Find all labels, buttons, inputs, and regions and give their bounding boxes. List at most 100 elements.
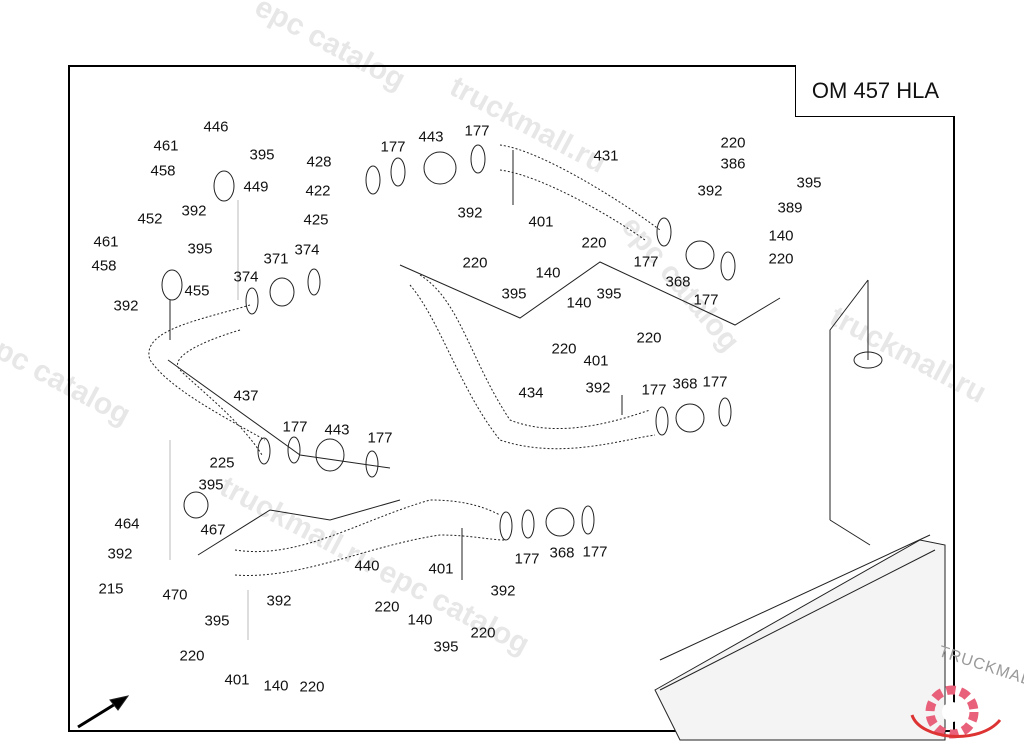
part-label[interactable]: 446 [203, 118, 229, 136]
part-label[interactable]: 467 [200, 521, 226, 539]
sleeve-368 [685, 240, 715, 270]
part-label[interactable]: 425 [303, 211, 329, 229]
part-label[interactable]: 140 [768, 227, 794, 245]
part-label[interactable]: 220 [551, 340, 577, 358]
part-label[interactable]: 220 [720, 134, 746, 152]
part-label[interactable]: 368 [549, 544, 575, 562]
part-label[interactable]: 177 [380, 138, 406, 156]
part-label[interactable]: 470 [162, 586, 188, 604]
part-label[interactable]: 395 [596, 285, 622, 303]
part-label[interactable]: 395 [501, 285, 527, 303]
part-label[interactable]: 395 [204, 612, 230, 630]
group-bracket [197, 499, 401, 556]
group-bracket [167, 359, 391, 469]
part-label[interactable]: 177 [633, 253, 659, 271]
hose-437 [177, 329, 263, 456]
part-label[interactable]: 177 [582, 543, 608, 561]
part-label[interactable]: 177 [464, 122, 490, 140]
clamp-ring [720, 251, 736, 281]
part-label[interactable]: 392 [266, 592, 292, 610]
part-label[interactable]: 220 [299, 678, 325, 696]
part-label[interactable]: 431 [593, 147, 619, 165]
part-label[interactable]: 392 [113, 297, 139, 315]
part-label[interactable]: 140 [535, 264, 561, 282]
part-label[interactable]: 220 [768, 250, 794, 268]
part-label[interactable]: 422 [305, 182, 331, 200]
part-label[interactable]: 458 [91, 257, 117, 275]
part-label[interactable]: 225 [209, 454, 235, 472]
part-label[interactable]: 140 [566, 294, 592, 312]
clamp-ring [521, 509, 535, 539]
part-label[interactable]: 395 [198, 476, 224, 494]
part-label[interactable]: 177 [641, 381, 667, 399]
clamp-ring [287, 436, 301, 464]
hose-431 [499, 169, 646, 241]
part-label[interactable]: 461 [153, 137, 179, 155]
part-label[interactable]: 395 [433, 638, 459, 656]
part-label[interactable]: 437 [233, 387, 259, 405]
part-label[interactable]: 428 [306, 153, 332, 171]
part-label[interactable]: 386 [720, 155, 746, 173]
part-label[interactable]: 220 [374, 598, 400, 616]
clamp-ring [718, 397, 732, 427]
part-label[interactable]: 177 [702, 373, 728, 391]
engine-model-title: OM 457 HLA [795, 65, 955, 117]
part-label[interactable]: 455 [184, 282, 210, 300]
part-label[interactable]: 220 [179, 647, 205, 665]
part-label[interactable]: 140 [263, 677, 289, 695]
part-label[interactable]: 220 [462, 254, 488, 272]
part-label[interactable]: 177 [693, 291, 719, 309]
part-label[interactable]: 401 [528, 213, 554, 231]
part-label[interactable]: 434 [518, 384, 544, 402]
part-label[interactable]: 220 [636, 329, 662, 347]
part-label[interactable]: 220 [470, 624, 496, 642]
part-label[interactable]: 177 [367, 429, 393, 447]
part-label[interactable]: 392 [490, 582, 516, 600]
group-bracket [399, 261, 781, 326]
part-label[interactable]: 392 [697, 182, 723, 200]
part-label[interactable]: 389 [777, 199, 803, 217]
clamp-ring [245, 287, 259, 315]
clamp-ring [499, 511, 513, 541]
radiator-core [654, 539, 946, 741]
hose-440 [234, 499, 501, 552]
part-label[interactable]: 401 [428, 560, 454, 578]
part-label[interactable]: 443 [324, 421, 350, 439]
part-label[interactable]: 371 [263, 250, 289, 268]
part-label[interactable]: 392 [181, 202, 207, 220]
part-label[interactable]: 440 [354, 557, 380, 575]
part-label[interactable]: 140 [407, 611, 433, 629]
clamp-ring [470, 144, 486, 174]
bellows-443 [423, 151, 457, 185]
part-label[interactable]: 395 [249, 146, 275, 164]
part-label[interactable]: 461 [93, 233, 119, 251]
part-label[interactable]: 464 [114, 515, 140, 533]
outlet-flange [853, 351, 883, 369]
part-label[interactable]: 392 [585, 379, 611, 397]
part-label[interactable]: 401 [224, 671, 250, 689]
part-label[interactable]: 449 [243, 178, 269, 196]
part-label[interactable]: 177 [282, 418, 308, 436]
part-label[interactable]: 395 [187, 240, 213, 258]
part-label[interactable]: 177 [514, 550, 540, 568]
sleeve-371 [269, 277, 295, 307]
front-direction-arrow-head [109, 695, 130, 711]
part-label[interactable]: 374 [294, 241, 320, 259]
bellows-443 [315, 438, 345, 472]
part-label[interactable]: 395 [796, 174, 822, 192]
part-label[interactable]: 458 [150, 162, 176, 180]
part-label[interactable]: 220 [581, 234, 607, 252]
part-label[interactable]: 401 [583, 352, 609, 370]
part-label[interactable]: 452 [137, 210, 163, 228]
part-label[interactable]: 392 [457, 204, 483, 222]
part-label[interactable]: 374 [233, 268, 259, 286]
part-label[interactable]: 443 [418, 128, 444, 146]
clamp-ring [655, 406, 669, 436]
clamp-ring [365, 165, 381, 195]
part-label[interactable]: 368 [665, 273, 691, 291]
part-label[interactable]: 368 [672, 375, 698, 393]
part-label[interactable]: 392 [107, 545, 133, 563]
part-label[interactable]: 215 [98, 580, 124, 598]
clamp-ring [390, 157, 406, 187]
